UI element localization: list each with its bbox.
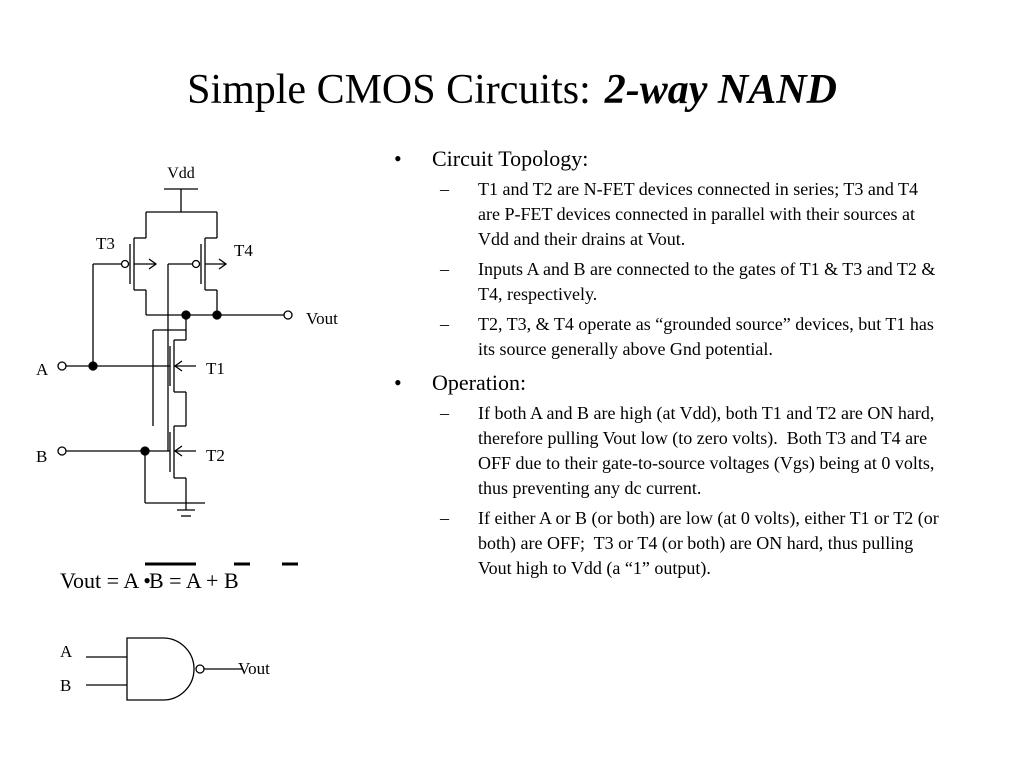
equation-plus: + — [201, 568, 224, 593]
dash-mark: – — [440, 508, 449, 528]
sub-bullet-text: T2, T3, & T4 operate as “grounded source… — [478, 314, 939, 359]
sub-bullet: – If both A and B are high (at Vdd), bot… — [440, 401, 940, 501]
equation-lhs: Vout = — [60, 568, 123, 593]
svg-text:Vout = A•B = A + B: Vout = A•B = A + B — [60, 568, 239, 593]
bullet-mark: • — [394, 370, 402, 395]
t3-transistor — [93, 212, 158, 315]
sub-bullet: – If either A or B (or both) are low (at… — [440, 506, 940, 581]
dash-mark: – — [440, 259, 449, 279]
equation: Vout = A•B = A + B — [60, 568, 239, 593]
equation-term2-b: B — [224, 568, 239, 593]
equation-term1-b: B — [149, 568, 164, 593]
dash-mark: – — [440, 403, 449, 423]
equation-dot: • — [143, 568, 151, 593]
slide-title: Simple CMOS Circuits: 2-way NAND — [0, 64, 1024, 116]
sub-bullet-text: If both A and B are high (at Vdd), both … — [478, 403, 939, 498]
dash-mark: – — [440, 179, 449, 199]
sub-bullet-text: T1 and T2 are N-FET devices connected in… — [478, 179, 923, 249]
t4-transistor — [167, 212, 228, 451]
title-emphasis: 2-way NAND — [604, 67, 837, 113]
t2-transistor — [57, 425, 196, 503]
bullet-mark: • — [394, 146, 402, 171]
operation-subitems: – If both A and B are high (at Vdd), bot… — [440, 401, 954, 581]
gate-input-a-label: A — [60, 642, 73, 661]
sub-bullet-text: Inputs A and B are connected to the gate… — [478, 259, 940, 304]
gate-input-b-label: B — [60, 676, 71, 695]
bullet-circuit-topology: • Circuit Topology: — [394, 146, 954, 172]
sub-bullet: – T1 and T2 are N-FET devices connected … — [440, 177, 940, 252]
vdd-label: Vdd — [167, 165, 195, 182]
nand-gate-symbol — [86, 637, 242, 701]
topology-subitems: – T1 and T2 are N-FET devices connected … — [440, 177, 954, 362]
t3-label: T3 — [96, 234, 115, 253]
sub-bullet: – Inputs A and B are connected to the ga… — [440, 257, 940, 307]
bullet-operation: • Operation: — [394, 370, 954, 396]
sub-bullet: – T2, T3, & T4 operate as “grounded sour… — [440, 312, 940, 362]
bullet-label: Circuit Topology: — [432, 146, 589, 171]
vdd-rail — [146, 188, 217, 213]
t1-transistor — [57, 264, 196, 426]
t4-label: T4 — [234, 241, 253, 260]
equation-term2-a: A — [186, 568, 202, 593]
equation-term1-a: A — [123, 568, 139, 593]
input-b-label: B — [36, 447, 47, 466]
title-main: Simple CMOS Circuits: — [187, 67, 591, 113]
sub-bullet-text: If either A or B (or both) are low (at 0… — [478, 508, 944, 578]
input-a-label: A — [36, 360, 49, 379]
bullet-list: • Circuit Topology: – T1 and T2 are N-FE… — [394, 142, 954, 581]
vout-label: Vout — [306, 309, 338, 328]
bullet-label: Operation: — [432, 370, 527, 395]
t1-label: T1 — [206, 359, 225, 378]
ground-symbol — [145, 502, 205, 517]
vout-node — [146, 310, 293, 320]
gate-output-label: Vout — [238, 659, 270, 678]
dash-mark: – — [440, 314, 449, 334]
equation-eq2: = — [164, 568, 186, 593]
t2-label: T2 — [206, 446, 225, 465]
